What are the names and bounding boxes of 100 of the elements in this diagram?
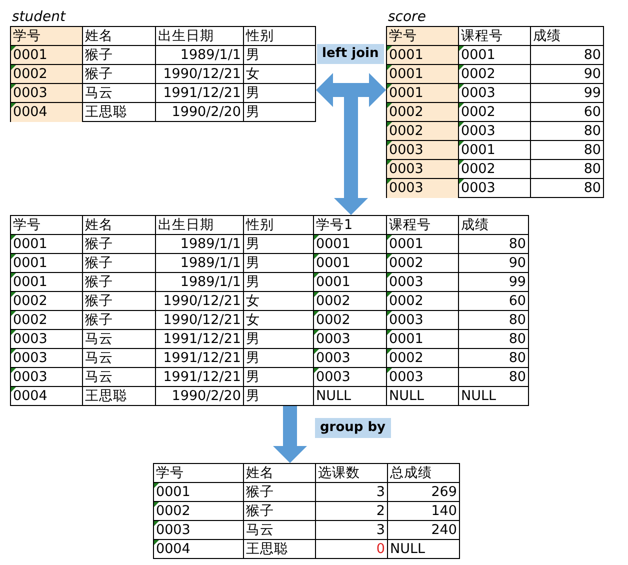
table-cell: 女 <box>244 65 315 84</box>
header-cell: 姓名 <box>83 27 156 46</box>
table-cell: 0003 <box>459 179 531 198</box>
table-cell: 0001 <box>154 483 244 502</box>
table-cell: 0004 <box>154 540 244 559</box>
table-cell: 80 <box>459 235 528 254</box>
table-cell: 男 <box>244 235 314 254</box>
table-cell: 猴子 <box>83 292 156 311</box>
header-cell: 姓名 <box>83 216 156 235</box>
table-cell: 0001 <box>314 235 387 254</box>
table-cell: 3 <box>316 483 388 502</box>
table-cell: 0 <box>316 540 388 559</box>
table-cell: 0002 <box>11 292 83 311</box>
table-cell: 60 <box>531 103 603 122</box>
table-cell: 0002 <box>459 160 531 179</box>
table-cell: 猴子 <box>244 502 316 521</box>
table-cell: 0002 <box>387 254 459 273</box>
table-cell: 0003 <box>387 141 459 160</box>
table-cell: 0002 <box>387 103 459 122</box>
table-cell: 0001 <box>11 235 83 254</box>
table-cell: 0004 <box>11 387 83 406</box>
table-cell: 0002 <box>387 122 459 141</box>
table-cell: 男 <box>244 273 314 292</box>
table-cell: 0002 <box>314 292 387 311</box>
table-cell: 0003 <box>11 84 83 103</box>
table-cell: 0003 <box>314 349 387 368</box>
table-cell: 男 <box>244 46 315 65</box>
table-cell: 0003 <box>11 349 83 368</box>
table-cell: 80 <box>531 46 603 65</box>
header-cell: 学号 <box>11 27 83 46</box>
table-cell: 0001 <box>314 273 387 292</box>
table-cell: 0003 <box>387 368 459 387</box>
header-cell: 成绩 <box>531 27 603 46</box>
table-cell: 女 <box>244 292 314 311</box>
header-cell: 性别 <box>244 216 314 235</box>
table-cell: 0003 <box>459 122 531 141</box>
table-cell: 0001 <box>387 65 459 84</box>
table-cell: 马云 <box>244 521 316 540</box>
table-cell: 0001 <box>387 235 459 254</box>
table-cell: 0002 <box>314 311 387 330</box>
table-cell: 0003 <box>154 521 244 540</box>
table-cell: NULL <box>314 387 387 406</box>
table-cell: 0001 <box>11 254 83 273</box>
table-cell: 0002 <box>459 103 531 122</box>
table-cell-text: NULL <box>460 387 498 406</box>
table-cell: 2 <box>316 502 388 521</box>
table-cell: 240 <box>388 521 459 540</box>
table-cell: 3 <box>316 521 388 540</box>
header-cell: 成绩 <box>459 216 528 235</box>
header-cell: 学号 <box>154 464 244 483</box>
table-cell: 猴子 <box>83 235 156 254</box>
table-cell: 0001 <box>11 273 83 292</box>
table-cell: 0003 <box>387 311 459 330</box>
table-cell: 0002 <box>387 349 459 368</box>
table-cell: 80 <box>459 349 528 368</box>
table-cell: 男 <box>244 254 314 273</box>
table-cell: 0002 <box>459 65 531 84</box>
table-cell: 1990/2/20 <box>156 387 244 406</box>
table-cell: 王思聪 <box>244 540 316 559</box>
table-cell: 60 <box>459 292 528 311</box>
table-cell: 男 <box>244 84 315 103</box>
table-cell: 马云 <box>83 330 156 349</box>
table-cell: 80 <box>459 368 528 387</box>
header-cell: 学号 <box>387 27 459 46</box>
table-cell: 0002 <box>11 65 83 84</box>
table-cell: NULL <box>387 387 459 406</box>
table-cell: 1989/1/1 <box>156 235 244 254</box>
table-cell: 男 <box>244 330 314 349</box>
table-cell: 0003 <box>387 179 459 198</box>
table-cell: 0003 <box>459 84 531 103</box>
table-cell: 0003 <box>314 330 387 349</box>
table-cell: 1990/12/21 <box>156 292 244 311</box>
table-cell: 猴子 <box>83 311 156 330</box>
table-cell: 80 <box>459 311 528 330</box>
header-cell: 出生日期 <box>156 216 244 235</box>
table-cell: 0004 <box>11 103 83 122</box>
block-arrow <box>273 406 307 463</box>
table-cell: 0001 <box>314 254 387 273</box>
table-cell: 0001 <box>387 84 459 103</box>
table-cell: 269 <box>388 483 459 502</box>
table-cell: 99 <box>459 273 528 292</box>
table-cell: 140 <box>388 502 459 521</box>
table-cell: 0003 <box>387 160 459 179</box>
table-cell: 80 <box>459 330 528 349</box>
header-cell: 课程号 <box>459 27 531 46</box>
table-cell: 猴子 <box>83 46 156 65</box>
block-arrow <box>316 73 386 107</box>
table-cell: 99 <box>531 84 603 103</box>
table-cell: 80 <box>531 141 603 160</box>
table-cell: 1989/1/1 <box>156 46 244 65</box>
header-cell: 总成绩 <box>388 464 459 483</box>
table-cell: 1991/12/21 <box>156 368 244 387</box>
table-cell: 王思聪 <box>83 387 156 406</box>
header-cell: 课程号 <box>387 216 459 235</box>
table-title: score <box>388 9 426 25</box>
table-cell: 0002 <box>387 292 459 311</box>
table-cell: 马云 <box>83 84 156 103</box>
header-cell: 出生日期 <box>156 27 244 46</box>
header-cell: 学号1 <box>314 216 387 235</box>
table-cell: 0003 <box>11 330 83 349</box>
